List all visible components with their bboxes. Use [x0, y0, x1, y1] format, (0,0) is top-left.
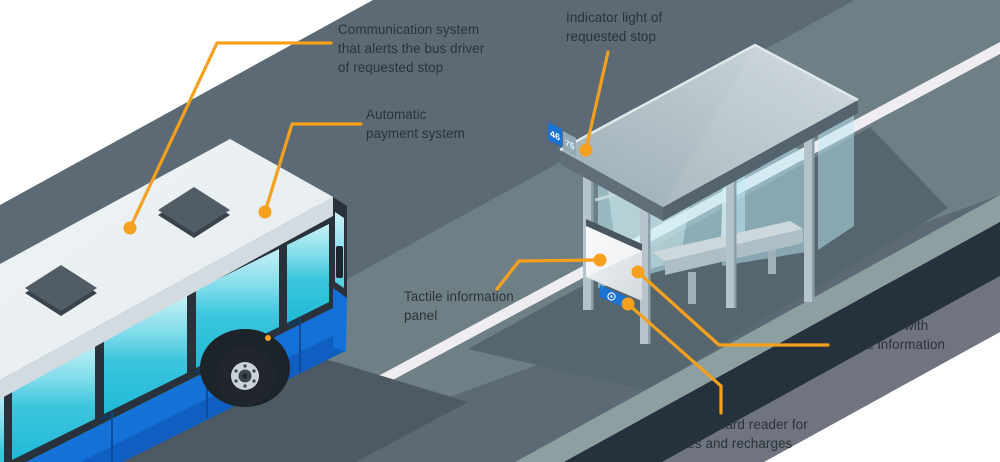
- route-sign-secondary-number: 75: [565, 137, 574, 151]
- shelter-roof: [559, 43, 859, 221]
- bus-shelter: 46 75: [548, 43, 859, 344]
- callout-line-braille: [636, 270, 830, 347]
- callout-dot-indicator: [579, 143, 593, 157]
- label-indicator-light: Indicator light of requested stop: [566, 10, 663, 44]
- callout-dot-payment: [258, 205, 272, 219]
- route-sign-secondary: [563, 131, 576, 156]
- callout-dot-communication: [123, 221, 137, 235]
- shelter-post-right: [804, 118, 815, 302]
- callout-dot-braille: [631, 265, 645, 279]
- callout-line-communication: [128, 41, 333, 230]
- callout-line-indicator: [584, 50, 610, 151]
- callout-line-card-reader: [626, 302, 723, 415]
- callout-dot-card-reader: [621, 297, 635, 311]
- bus-roof: [0, 139, 333, 380]
- outer-gray-band: [662, 276, 1000, 462]
- callout-dot-tactile: [593, 253, 607, 267]
- bus-wheel: [200, 329, 290, 407]
- card-reader: [600, 285, 627, 309]
- label-communication-system: Communication system that alerts the bus…: [338, 22, 485, 75]
- contactless-icon: [607, 292, 616, 301]
- background-corner-top-left: [0, 0, 373, 205]
- route-sign: 46 75: [548, 122, 576, 156]
- bus-front: [333, 197, 347, 352]
- callout-line-payment: [263, 122, 363, 214]
- bus-roof-hatch-rear: [25, 265, 97, 316]
- bus: [0, 139, 468, 462]
- callout-dots: [123, 143, 645, 311]
- label-braille-side-panel: Side panel with Braille information: [836, 318, 946, 352]
- bus-roof-fascia-side: [0, 197, 333, 399]
- bus-mirror: [336, 246, 343, 278]
- route-sign-primary: [548, 122, 562, 147]
- callout-line-tactile: [495, 258, 602, 291]
- label-tactile-panel: Tactile information panel: [404, 289, 514, 323]
- shelter-post-back-mid: [726, 118, 737, 308]
- background-corner-bottom-right: [764, 332, 1000, 462]
- curb-navy-band: [564, 222, 1000, 462]
- label-transport-card-reader: Transport card reader for queries and re…: [657, 417, 808, 451]
- route-sign-primary-number: 46: [550, 128, 560, 143]
- bus-marker-light: [265, 335, 271, 341]
- bus-roof-hatch-front: [158, 187, 230, 238]
- callout-lines: [128, 41, 830, 415]
- curb-edge: [515, 195, 1000, 462]
- label-automatic-payment: Automatic payment system: [366, 107, 465, 141]
